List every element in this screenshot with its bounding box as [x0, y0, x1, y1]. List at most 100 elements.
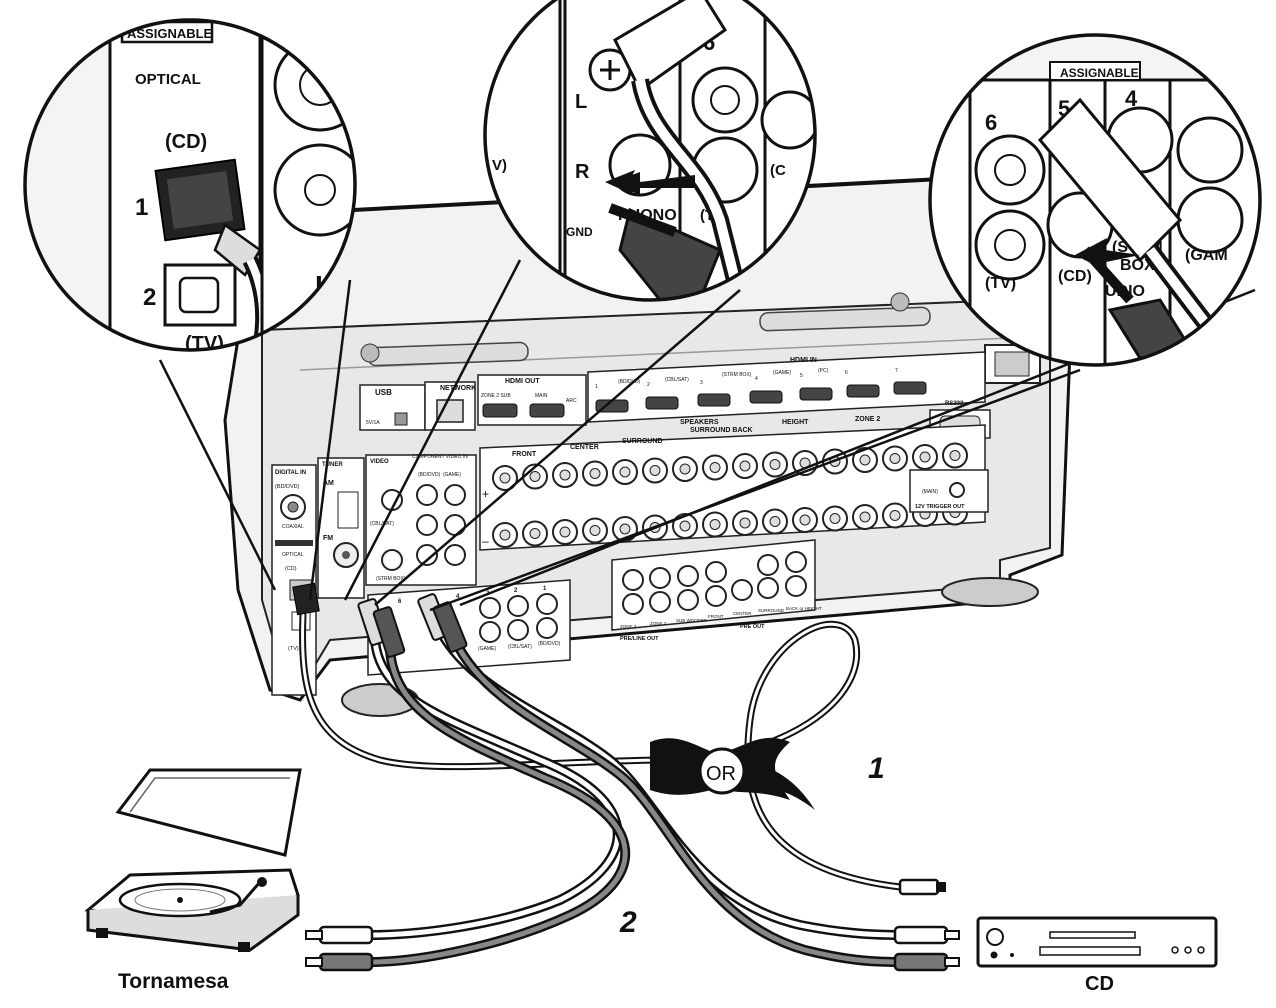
speaker-terminal-core — [589, 525, 601, 536]
arc-label: ARC — [566, 398, 577, 404]
hdmi-out-zone2-port[interactable] — [482, 403, 518, 418]
hdmi-in-port-6[interactable] — [846, 384, 880, 398]
trigger-main-label: (MAIN) — [922, 489, 938, 495]
hdmi-in-label-5: 5 — [800, 373, 803, 379]
component-pr-2[interactable] — [444, 544, 466, 566]
zone3-label: ZONE 3 — [620, 624, 637, 629]
optical-plug — [292, 582, 320, 616]
trigger-label: 12V TRIGGER OUT — [915, 504, 965, 510]
pre-out-label: PRE OUT — [740, 624, 765, 630]
zoom-right-six: 6 — [985, 110, 997, 135]
zoom-middle-partial-v: V) — [492, 157, 507, 174]
turntable-label: Tornamesa — [118, 970, 229, 993]
subwoofer-label: SUB WOOFER — [676, 618, 708, 623]
speaker-terminal-core — [559, 469, 571, 481]
hdmi-in-label-1: 1 — [595, 384, 598, 390]
zoom-left-optical: ASSIGNABLE OPTICAL (CD) 1 2 (TV) L — [23, 18, 357, 355]
zoom-right-box-label: BOX — [1120, 257, 1155, 274]
speaker-terminals — [492, 442, 968, 548]
zoom-right-cd-label: (CD) — [1058, 268, 1092, 285]
step-1-label: 1 — [868, 752, 885, 785]
hdmi-in-port-2[interactable] — [645, 396, 679, 410]
usb-port[interactable] — [394, 412, 408, 426]
turntable-icon — [84, 768, 302, 952]
optical-label: OPTICAL — [282, 552, 304, 558]
audio-in-label-bddvd: (BD/DVD) — [538, 641, 561, 647]
speaker-terminal-core — [619, 523, 631, 535]
speaker-terminal-core — [739, 517, 751, 529]
front-label: FRONT — [512, 451, 537, 458]
usb-rating-label: 5V/1A — [366, 420, 380, 426]
speaker-terminal-core — [889, 510, 901, 521]
component-1-label: (BD/DVD) — [418, 472, 441, 478]
back-height-label: BACK or HEIGHT — [786, 606, 822, 611]
zoom-left-num-2: 2 — [143, 284, 156, 311]
component-pb-1[interactable] — [416, 514, 438, 536]
preline-out-label: PRE/LINE OUT — [620, 636, 659, 642]
component-y-2[interactable] — [444, 484, 466, 506]
speaker-terminal-core — [679, 520, 691, 532]
trigger-jack[interactable] — [949, 482, 965, 498]
zoom-middle-phono: V) 6 L R GND PHONO (T (C — [483, 0, 817, 302]
zoom-middle-partial-c: (C — [770, 162, 786, 179]
video-strmbox-label: (STRM BOX) — [376, 576, 406, 582]
main-label: MAIN — [535, 393, 548, 399]
center-label: CENTER — [570, 444, 599, 451]
hdmi-out-main-port[interactable] — [529, 403, 565, 418]
surround-pre-label: SURROUND — [758, 608, 785, 613]
hdmi-in-label-bddvd: (BD/DVD) — [618, 379, 641, 385]
hdmi-in-label-pc: (PC) — [818, 368, 829, 374]
hdmi-in-port-5[interactable] — [799, 387, 833, 401]
zoom-right-cd: ASSIGNABLE 6 5 4 (TV) (CD) (STRM BOX (GA… — [928, 33, 1262, 367]
component-y-1[interactable] — [416, 484, 438, 506]
step-2-label: 2 — [619, 906, 637, 939]
cable-end-plugs — [305, 878, 960, 972]
digital-in-label: DIGITAL IN — [275, 470, 306, 476]
minus-label: – — [482, 534, 489, 548]
surround-back-label: SURROUND BACK — [690, 427, 753, 434]
component-video-label: COMPONENT VIDEO IN — [412, 454, 468, 460]
center-pre-label: CENTER — [733, 611, 752, 616]
hdmi-in-label-game: (GAME) — [773, 370, 791, 376]
hdmi-in-port-7[interactable] — [893, 381, 927, 395]
usb-label: USB — [375, 388, 392, 397]
speaker-terminal-core — [709, 462, 721, 473]
video-label: VIDEO — [370, 459, 389, 465]
audio-in-label-game: (GAME) — [478, 646, 496, 652]
trigger-section: (MAIN) 12V TRIGGER OUT — [909, 469, 989, 513]
speaker-terminal-core — [559, 526, 571, 538]
network-port[interactable] — [436, 399, 464, 423]
speaker-terminal-core — [859, 511, 871, 523]
height-label: HEIGHT — [782, 419, 809, 426]
speaker-terminal-core — [739, 460, 751, 472]
coaxial-label: COAXIAL — [282, 524, 304, 530]
zone2-pre-label: ZONE 2 — [650, 621, 667, 626]
audio-in-num-6: 6 — [398, 599, 402, 605]
speaker-terminal-core — [769, 459, 781, 470]
am-terminal[interactable] — [337, 491, 359, 529]
hdmi-in-port-4[interactable] — [749, 390, 783, 404]
speaker-terminal-core — [619, 466, 631, 478]
speaker-terminal-core — [499, 529, 511, 541]
speaker-terminal-core — [529, 528, 541, 539]
or-indicator: OR — [650, 737, 815, 810]
audio-in-num-2: 2 — [514, 588, 518, 594]
speakers-label: SPEAKERS — [680, 419, 719, 426]
pre-out-section: ZONE 3 ZONE 2 SUB WOOFER FRONT CENTER SU… — [611, 539, 822, 642]
component-pb-2[interactable] — [444, 514, 466, 536]
zoom-right-four: 4 — [1125, 86, 1138, 111]
hdmi-in-label-4: 4 — [755, 376, 758, 382]
zoom-middle-r-label: R — [575, 161, 590, 183]
composite-2[interactable] — [381, 549, 403, 571]
zoom-left-tv-label: (TV) — [185, 333, 224, 355]
front-pre-label: FRONT — [708, 614, 724, 619]
hdmi-in-port-3[interactable] — [697, 393, 731, 407]
audio-in-num-4: 4 — [456, 594, 460, 600]
cd-player-icon — [976, 916, 1218, 968]
tuner-label: TUNER — [322, 462, 343, 468]
component-pr-1[interactable] — [416, 544, 438, 566]
zoom-middle-gnd-label: GND — [566, 225, 593, 239]
speaker-terminal-core — [529, 471, 541, 482]
surround-label: SURROUND — [622, 438, 662, 445]
